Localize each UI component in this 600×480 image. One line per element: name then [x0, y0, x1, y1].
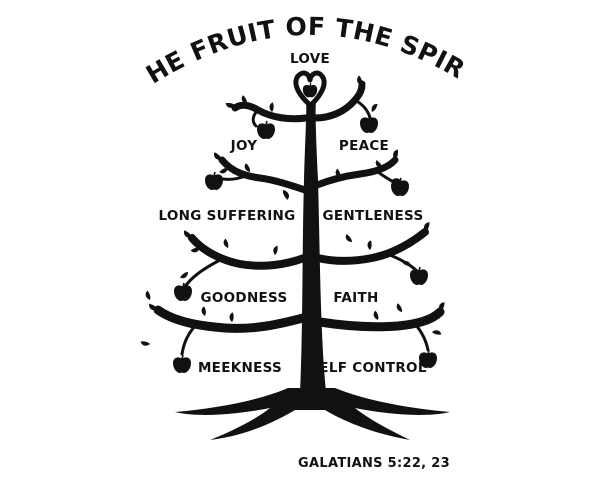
leaf-icon: [218, 167, 230, 175]
leaf-icon: [201, 306, 206, 316]
leaf-icon: [144, 290, 151, 301]
leaf-icon: [222, 238, 229, 249]
apple-icon: [173, 282, 193, 302]
tree-trunk: [300, 102, 326, 392]
poster-title: THE FRUIT OF THE SPIRIT: [0, 0, 470, 89]
leaf-icon: [366, 239, 373, 251]
leaf-icon: [228, 311, 235, 323]
leaf-icon: [282, 188, 291, 201]
leaf-icon: [268, 101, 275, 113]
fruit-label-love: LOVE: [290, 51, 330, 67]
fruit-label-faith: FAITH: [333, 290, 378, 306]
apple-icon: [172, 354, 192, 374]
leaf-icon: [369, 102, 379, 113]
leaf-icon: [179, 271, 190, 280]
fruit-label-long-suffering: LONG SUFFERING: [158, 208, 295, 224]
leaf-icon: [372, 310, 379, 321]
leaf-icon: [139, 339, 151, 348]
leaf-icon: [344, 233, 353, 244]
apple-icon: [409, 266, 429, 286]
apple-icon: [302, 82, 318, 99]
tree-roots: [175, 388, 450, 440]
leaf-icon: [395, 302, 403, 314]
leaf-icon: [271, 244, 280, 256]
apple-icon: [256, 120, 276, 140]
fruit-label-peace: PEACE: [339, 138, 389, 154]
scripture-reference: GALATIANS 5:22, 23: [298, 456, 450, 471]
love-heart-branch: [293, 70, 327, 107]
fruit-label-gentleness: GENTLENESS: [323, 208, 424, 224]
apple-icon: [204, 171, 224, 191]
fruit-label-goodness: GOODNESS: [201, 290, 288, 306]
fruit-label-self-control: SELF CONTROL: [309, 360, 427, 376]
apple-icon: [359, 114, 379, 134]
fruit-label-joy: JOY: [230, 138, 258, 154]
fruit-label-meekness: MEEKNESS: [198, 360, 282, 376]
leaf-icon: [431, 328, 443, 337]
